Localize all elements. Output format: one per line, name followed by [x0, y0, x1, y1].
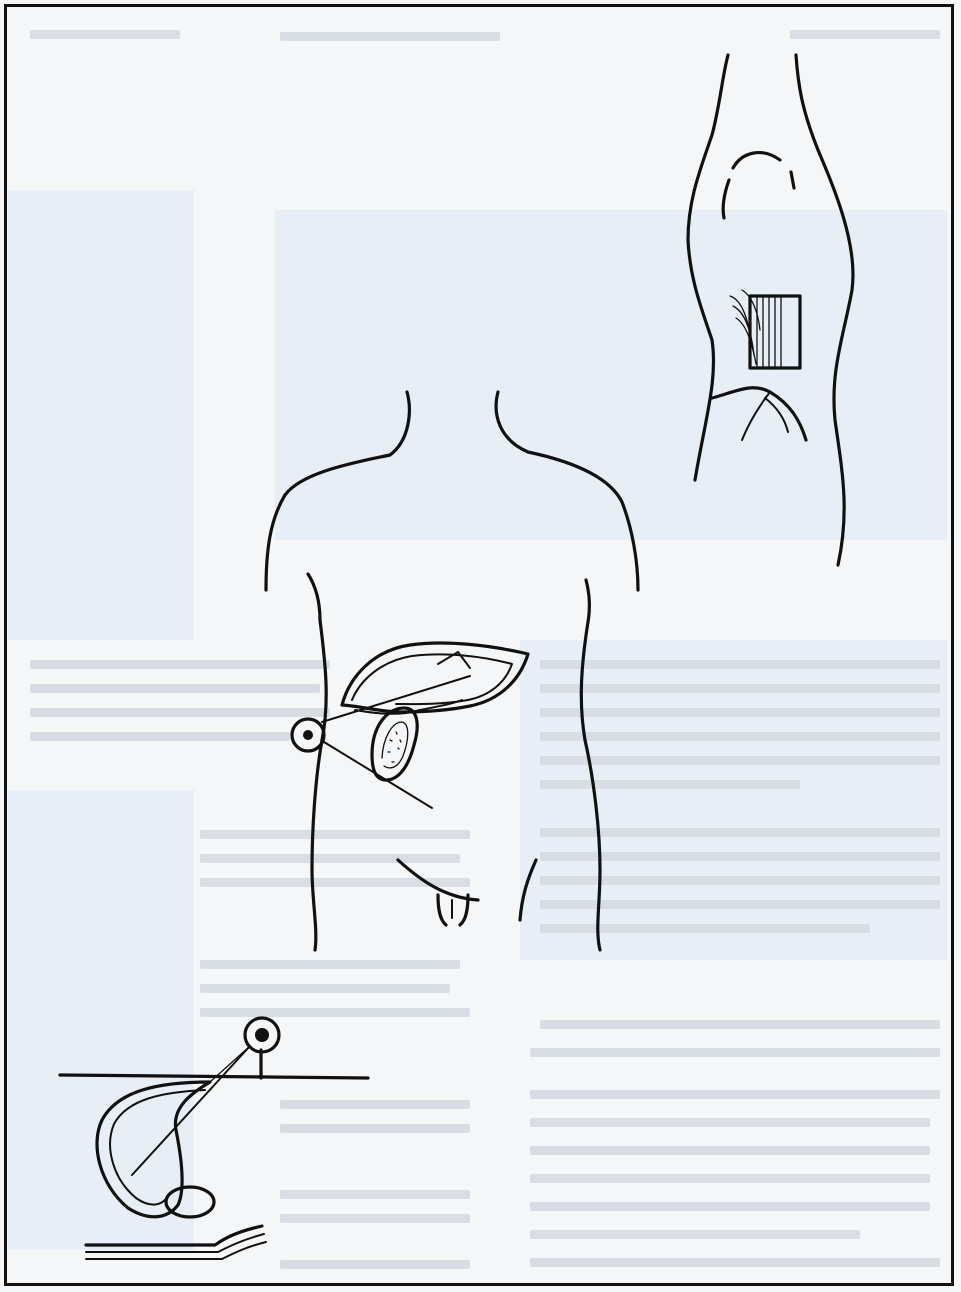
- gallbladder-outline: [372, 708, 417, 780]
- liver-outline: [342, 643, 528, 712]
- torso-neck-right: [496, 392, 528, 452]
- scan-beam-lower: [324, 742, 432, 808]
- torso-neck-left: [390, 392, 409, 455]
- scan-fan-line: [736, 318, 756, 364]
- back-view: [688, 55, 853, 565]
- back-view-left-outline: [688, 55, 728, 480]
- back-view-shoulder-curve: [733, 153, 780, 168]
- back-view-buttock-line: [712, 388, 806, 440]
- back-view-right-outline: [796, 55, 853, 565]
- torso-left-shoulder: [266, 455, 390, 590]
- section-gallbladder: [166, 1187, 214, 1217]
- back-view-scapula-line: [723, 180, 729, 218]
- torso-left-armpit: [308, 574, 320, 620]
- front-torso: [266, 392, 638, 950]
- section-liver-outline: [97, 1082, 210, 1217]
- torso-left-flank: [312, 620, 326, 950]
- back-view-scapula-mark: [791, 172, 794, 188]
- probe-center-dot: [303, 730, 313, 740]
- section-muscle-layer: [86, 1226, 262, 1245]
- torso-right-armpit: [586, 580, 589, 622]
- transverse-section: [60, 1018, 368, 1259]
- gallbladder-dots: [388, 732, 401, 762]
- torso-right-groin: [520, 860, 536, 920]
- torso-right-shoulder: [528, 452, 638, 590]
- section-probe-center-dot: [255, 1028, 269, 1042]
- torso-right-flank: [581, 622, 600, 950]
- section-scan-beam: [132, 1046, 250, 1175]
- gallbladder-inner: [382, 722, 408, 768]
- liver-inner-outline: [352, 654, 512, 704]
- section-muscle-layer: [86, 1234, 264, 1252]
